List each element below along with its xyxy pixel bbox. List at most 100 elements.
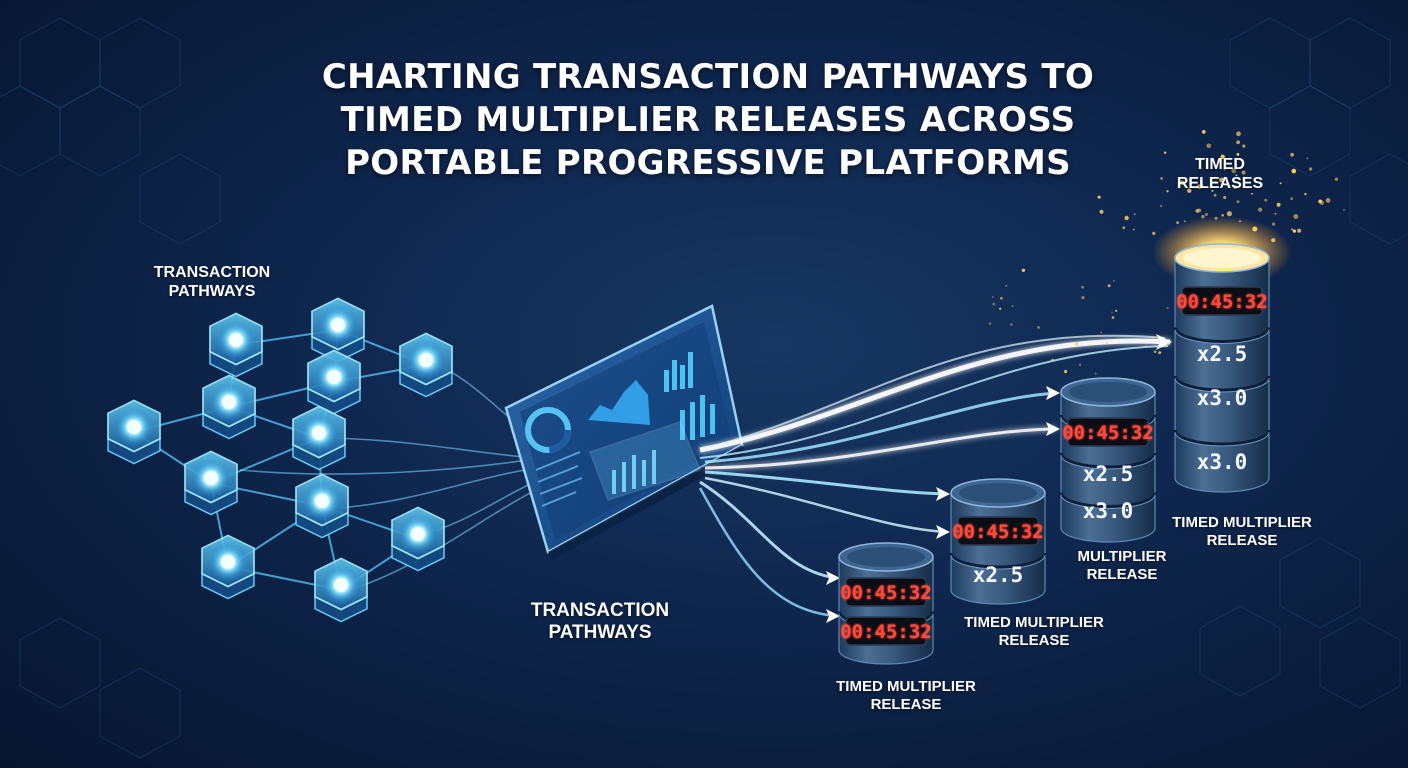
sparkle [1236,153,1240,156]
sparkle [1223,196,1227,199]
sparkle [1010,323,1013,326]
stream-arrowheads [826,334,1172,623]
title-line-2: TIMED MULTIPLIER RELEASES ACROSS [340,100,1076,140]
sparkle [1214,181,1217,184]
sparkle [1166,306,1169,309]
analytics-tablet-icon [504,304,745,560]
sparkle [1011,305,1014,307]
sparkle [1201,215,1205,219]
sparkle [999,307,1002,310]
sparkle [1163,151,1167,154]
network-label-line-1: TRANSACTION [153,264,271,281]
sparkle [1078,363,1082,367]
cylinder-2-label: TIMED MULTIPLIER RELEASE [934,614,1134,649]
sparkle [1197,208,1202,213]
timed-releases-label-line-1: TIMED [1195,156,1245,173]
multiplier-cylinders: 00:45:3200:45:3200:45:32x2.5x2.500:45:32… [837,243,1271,665]
title-line-1: CHARTING TRANSACTION PATHWAYS TO [321,57,1095,97]
sparkle [1219,177,1224,183]
cylinder-3-label-line-1: MULTIPLIER [1077,548,1167,565]
sparkle [1094,372,1097,375]
hexagon-node-icon [209,312,263,378]
sparkle [1297,228,1302,233]
cylinder-3-label-line-2: RELEASE [1086,565,1158,583]
sparkle [1304,192,1307,196]
sparkle [1279,182,1282,185]
sparkle [1201,130,1206,134]
sparkle [1226,211,1232,217]
sparkle [1021,268,1026,272]
sparkle [1306,157,1309,160]
sparkle [988,322,992,325]
sparkle [1211,189,1214,192]
hexagon-node-icon [295,473,349,539]
sparkle [1133,213,1136,216]
sparkle [1099,209,1104,214]
sparkle [1236,200,1240,204]
network-label: TRANSACTION PATHWAYS [122,264,302,302]
sparkle [1081,285,1084,289]
sparkle [1200,181,1203,184]
sparkle [1290,152,1294,157]
sparkle [1115,309,1118,312]
sparkle [1132,228,1135,231]
sparkle [1235,174,1238,177]
timer-value: 00:45:32 [840,621,932,643]
sparkle [1236,140,1240,145]
sparkle [1160,177,1163,180]
sparkle [1122,226,1126,230]
network-label-line-2: PATHWAYS [168,282,256,300]
cylinder-1-label-line-2: RELEASE [870,695,942,713]
timer-display [845,616,927,646]
dashboard-label-line-2: PATHWAYS [548,622,652,644]
title-line-3: PORTABLE PROGRESSIVE PLATFORMS [345,143,1071,183]
sparkle [1291,228,1294,231]
sparkle [1124,215,1129,221]
sparkle [1309,167,1313,171]
transaction-network [107,297,453,623]
sparkle [1111,311,1113,314]
sparkle [1037,326,1040,329]
sparkle [1187,188,1192,193]
hexagon-node-icon [399,332,453,398]
sparkle [1179,180,1185,186]
sparkle [1183,220,1186,223]
sparkle [1223,168,1226,171]
cylinder-2-label-line-2: RELEASE [998,631,1070,649]
sparkle [1271,238,1276,243]
sparkle [1325,198,1331,203]
timer-display [1067,417,1149,447]
hexagon-node-icon [314,557,368,623]
sparkle [1160,205,1163,207]
sparkle [1318,199,1323,204]
hexagon-node-icon [292,405,346,471]
cylinder-1-label-line-1: TIMED MULTIPLIER [836,678,976,695]
sparkle [1166,190,1169,193]
sparkle [1081,296,1085,300]
timed-releases-label-line-2: RELEASES [1176,174,1264,192]
sparkle [1221,214,1224,217]
sparkle [1264,198,1268,202]
sparkle [1226,182,1228,184]
timer-display [845,577,927,607]
multiplier-value: x3.0 [1083,499,1134,523]
sparkle [1241,170,1246,175]
cylinder-1-label: TIMED MULTIPLIER RELEASE [806,678,1006,713]
sparkle [1291,168,1297,174]
sparkle [1334,177,1338,181]
sparkle [1274,212,1277,215]
network-connections [133,329,427,591]
sparkle [1258,207,1263,212]
sparkle [1111,316,1115,319]
sparkle [1204,213,1208,216]
sparkle [1213,193,1217,197]
hexagon-node-icon [391,506,445,572]
sparkle [1272,222,1276,226]
sparkle [1236,131,1241,137]
hexagon-node-icon [201,534,255,600]
sparkle [1206,143,1212,149]
sparkle [1005,284,1008,287]
